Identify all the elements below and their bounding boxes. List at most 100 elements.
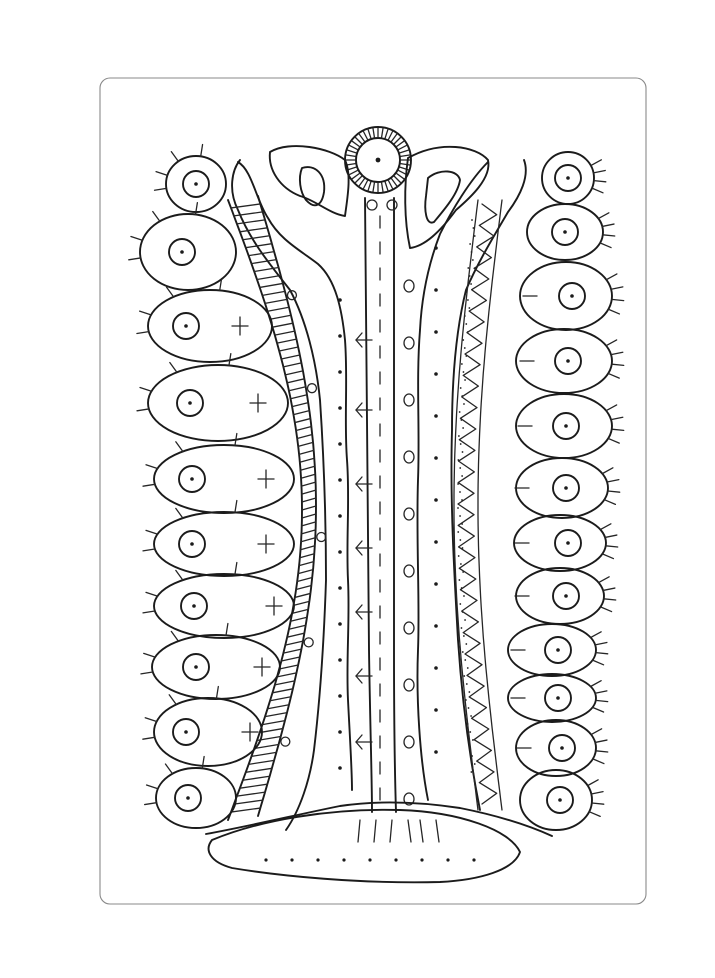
dot <box>434 666 438 670</box>
cell <box>137 354 288 441</box>
cell <box>516 720 608 776</box>
cell-hair <box>141 672 153 674</box>
stripe <box>262 721 285 725</box>
cell-hair <box>147 785 158 789</box>
dot <box>338 478 342 482</box>
speckle <box>459 515 461 517</box>
cell <box>143 501 294 576</box>
base-upper-curve <box>206 802 552 836</box>
squiggle-edge <box>478 200 502 810</box>
cell <box>143 563 294 638</box>
stripe <box>257 275 281 279</box>
cell-nucleolus <box>556 648 560 652</box>
stripe <box>296 585 311 589</box>
cell-hair <box>606 405 617 411</box>
speckle <box>461 475 463 477</box>
cell-hair <box>155 188 167 190</box>
speckle <box>461 363 463 365</box>
cell-hair <box>611 287 623 289</box>
stripe <box>294 601 310 605</box>
speckle <box>463 371 465 373</box>
stripe <box>294 411 310 415</box>
stripe <box>243 236 270 240</box>
cell-hair <box>596 751 608 752</box>
stem-circle <box>404 337 414 349</box>
stripe <box>262 291 285 295</box>
cell-hair <box>591 681 602 687</box>
cell-hair <box>226 624 228 636</box>
stripe <box>249 760 275 764</box>
stripe <box>297 434 312 438</box>
stripe <box>231 808 260 812</box>
cell-hair <box>598 213 609 219</box>
cell-hair <box>595 691 607 693</box>
stripe <box>283 363 301 367</box>
right-cell-column <box>508 152 624 830</box>
cell-nucleolus <box>558 798 562 802</box>
stripe <box>297 578 312 582</box>
stripe <box>287 379 304 383</box>
speckle <box>464 379 466 381</box>
stripe <box>295 419 311 423</box>
ring-ray <box>355 176 361 182</box>
cell-hair <box>602 224 614 226</box>
dot <box>434 540 438 544</box>
speckle <box>464 619 466 621</box>
cell-outline <box>148 365 288 441</box>
cell-hair <box>607 480 619 482</box>
stripe <box>292 403 308 407</box>
ring-ray <box>348 150 357 153</box>
cell <box>129 203 236 290</box>
dot <box>434 624 438 628</box>
stripe <box>272 323 292 327</box>
stripe <box>240 784 267 788</box>
cell-hair <box>156 172 167 176</box>
cell-hair <box>176 570 183 580</box>
stripe <box>272 689 292 693</box>
cell-nucleolus <box>566 541 570 545</box>
dot <box>338 406 342 410</box>
dot <box>338 550 342 554</box>
cell-hair <box>146 465 157 469</box>
cell-nucleolus <box>563 230 567 234</box>
stem-bead <box>367 200 377 210</box>
cell-hair <box>153 212 160 222</box>
cell-hair <box>600 524 611 530</box>
left-upper-lobe-inner <box>300 167 324 205</box>
speckle <box>468 307 470 309</box>
stripe <box>277 339 296 343</box>
cell-hair <box>591 729 602 735</box>
ring-ray <box>401 155 410 156</box>
ring-ray <box>392 179 397 186</box>
ring-ray <box>392 134 397 141</box>
stripe <box>275 681 295 685</box>
stripe <box>301 466 315 470</box>
cell-hair <box>176 442 183 452</box>
cell-hair <box>603 588 615 590</box>
paper-border <box>100 78 646 904</box>
cell-hair <box>611 417 623 419</box>
ring-ray <box>352 141 359 146</box>
base-dot <box>342 858 345 861</box>
cell-hair <box>137 332 149 334</box>
cell-hair <box>591 632 602 638</box>
stripe <box>265 299 287 303</box>
cell <box>137 279 272 362</box>
right-squiggle-band <box>454 200 502 810</box>
cell-nucleolus <box>564 594 568 598</box>
stripe <box>237 792 265 796</box>
ring-ray <box>352 174 359 179</box>
dot <box>338 442 342 446</box>
stripe <box>289 387 306 391</box>
speckle <box>463 675 465 677</box>
cell-nucleolus <box>188 401 192 405</box>
dot <box>338 586 342 590</box>
speckle <box>465 323 467 325</box>
ring-ray <box>368 182 371 191</box>
cell-hair <box>606 546 618 547</box>
cell-hair <box>169 695 176 705</box>
cell-hair <box>229 354 231 366</box>
cell <box>527 204 615 260</box>
